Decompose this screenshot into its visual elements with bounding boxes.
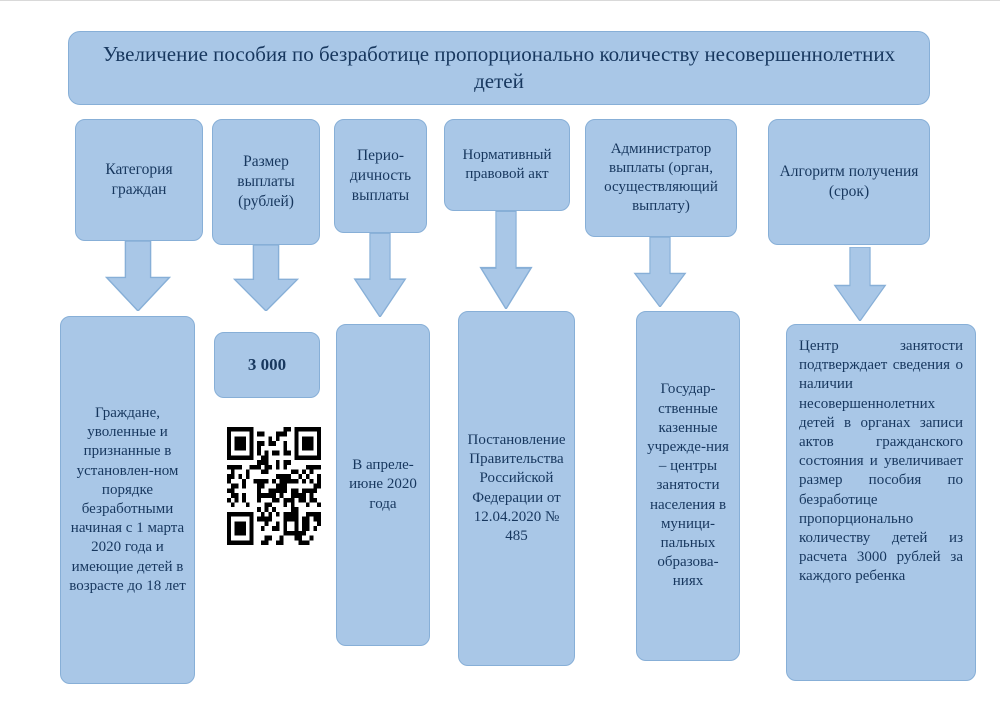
content-category: Граждане, уволенные и признанные в устан… xyxy=(60,316,195,684)
down-arrow-icon xyxy=(633,237,687,307)
down-arrow-icon xyxy=(353,233,407,317)
qr-code-image xyxy=(227,427,321,545)
content-legal-act: Постановление Правительства Российской Ф… xyxy=(458,311,575,666)
content-algorithm: Центр занятости подтверждает сведения о … xyxy=(786,324,976,681)
page-title: Увеличение пособия по безработице пропор… xyxy=(68,31,930,105)
column-header-periodicity: Перио-дичность выплаты xyxy=(334,119,427,233)
down-arrow-icon xyxy=(104,241,172,311)
column-header-algorithm: Алгоритм получения (срок) xyxy=(768,119,930,245)
column-header-administrator: Администратор выплаты (орган, осуществля… xyxy=(585,119,737,237)
content-administrator: Государ-ственные казенные учрежде-ния – … xyxy=(636,311,740,661)
down-arrow-icon xyxy=(833,247,887,321)
down-arrow-icon xyxy=(479,211,533,309)
column-header-category: Категория граждан xyxy=(75,119,203,241)
content-periodicity: В апреле-июне 2020 года xyxy=(336,324,430,646)
down-arrow-icon xyxy=(232,245,300,311)
column-header-amount: Размер выплаты (рублей) xyxy=(212,119,320,245)
content-amount: 3 000 xyxy=(214,332,320,398)
column-header-legal-act: Нормативный правовой акт xyxy=(444,119,570,211)
